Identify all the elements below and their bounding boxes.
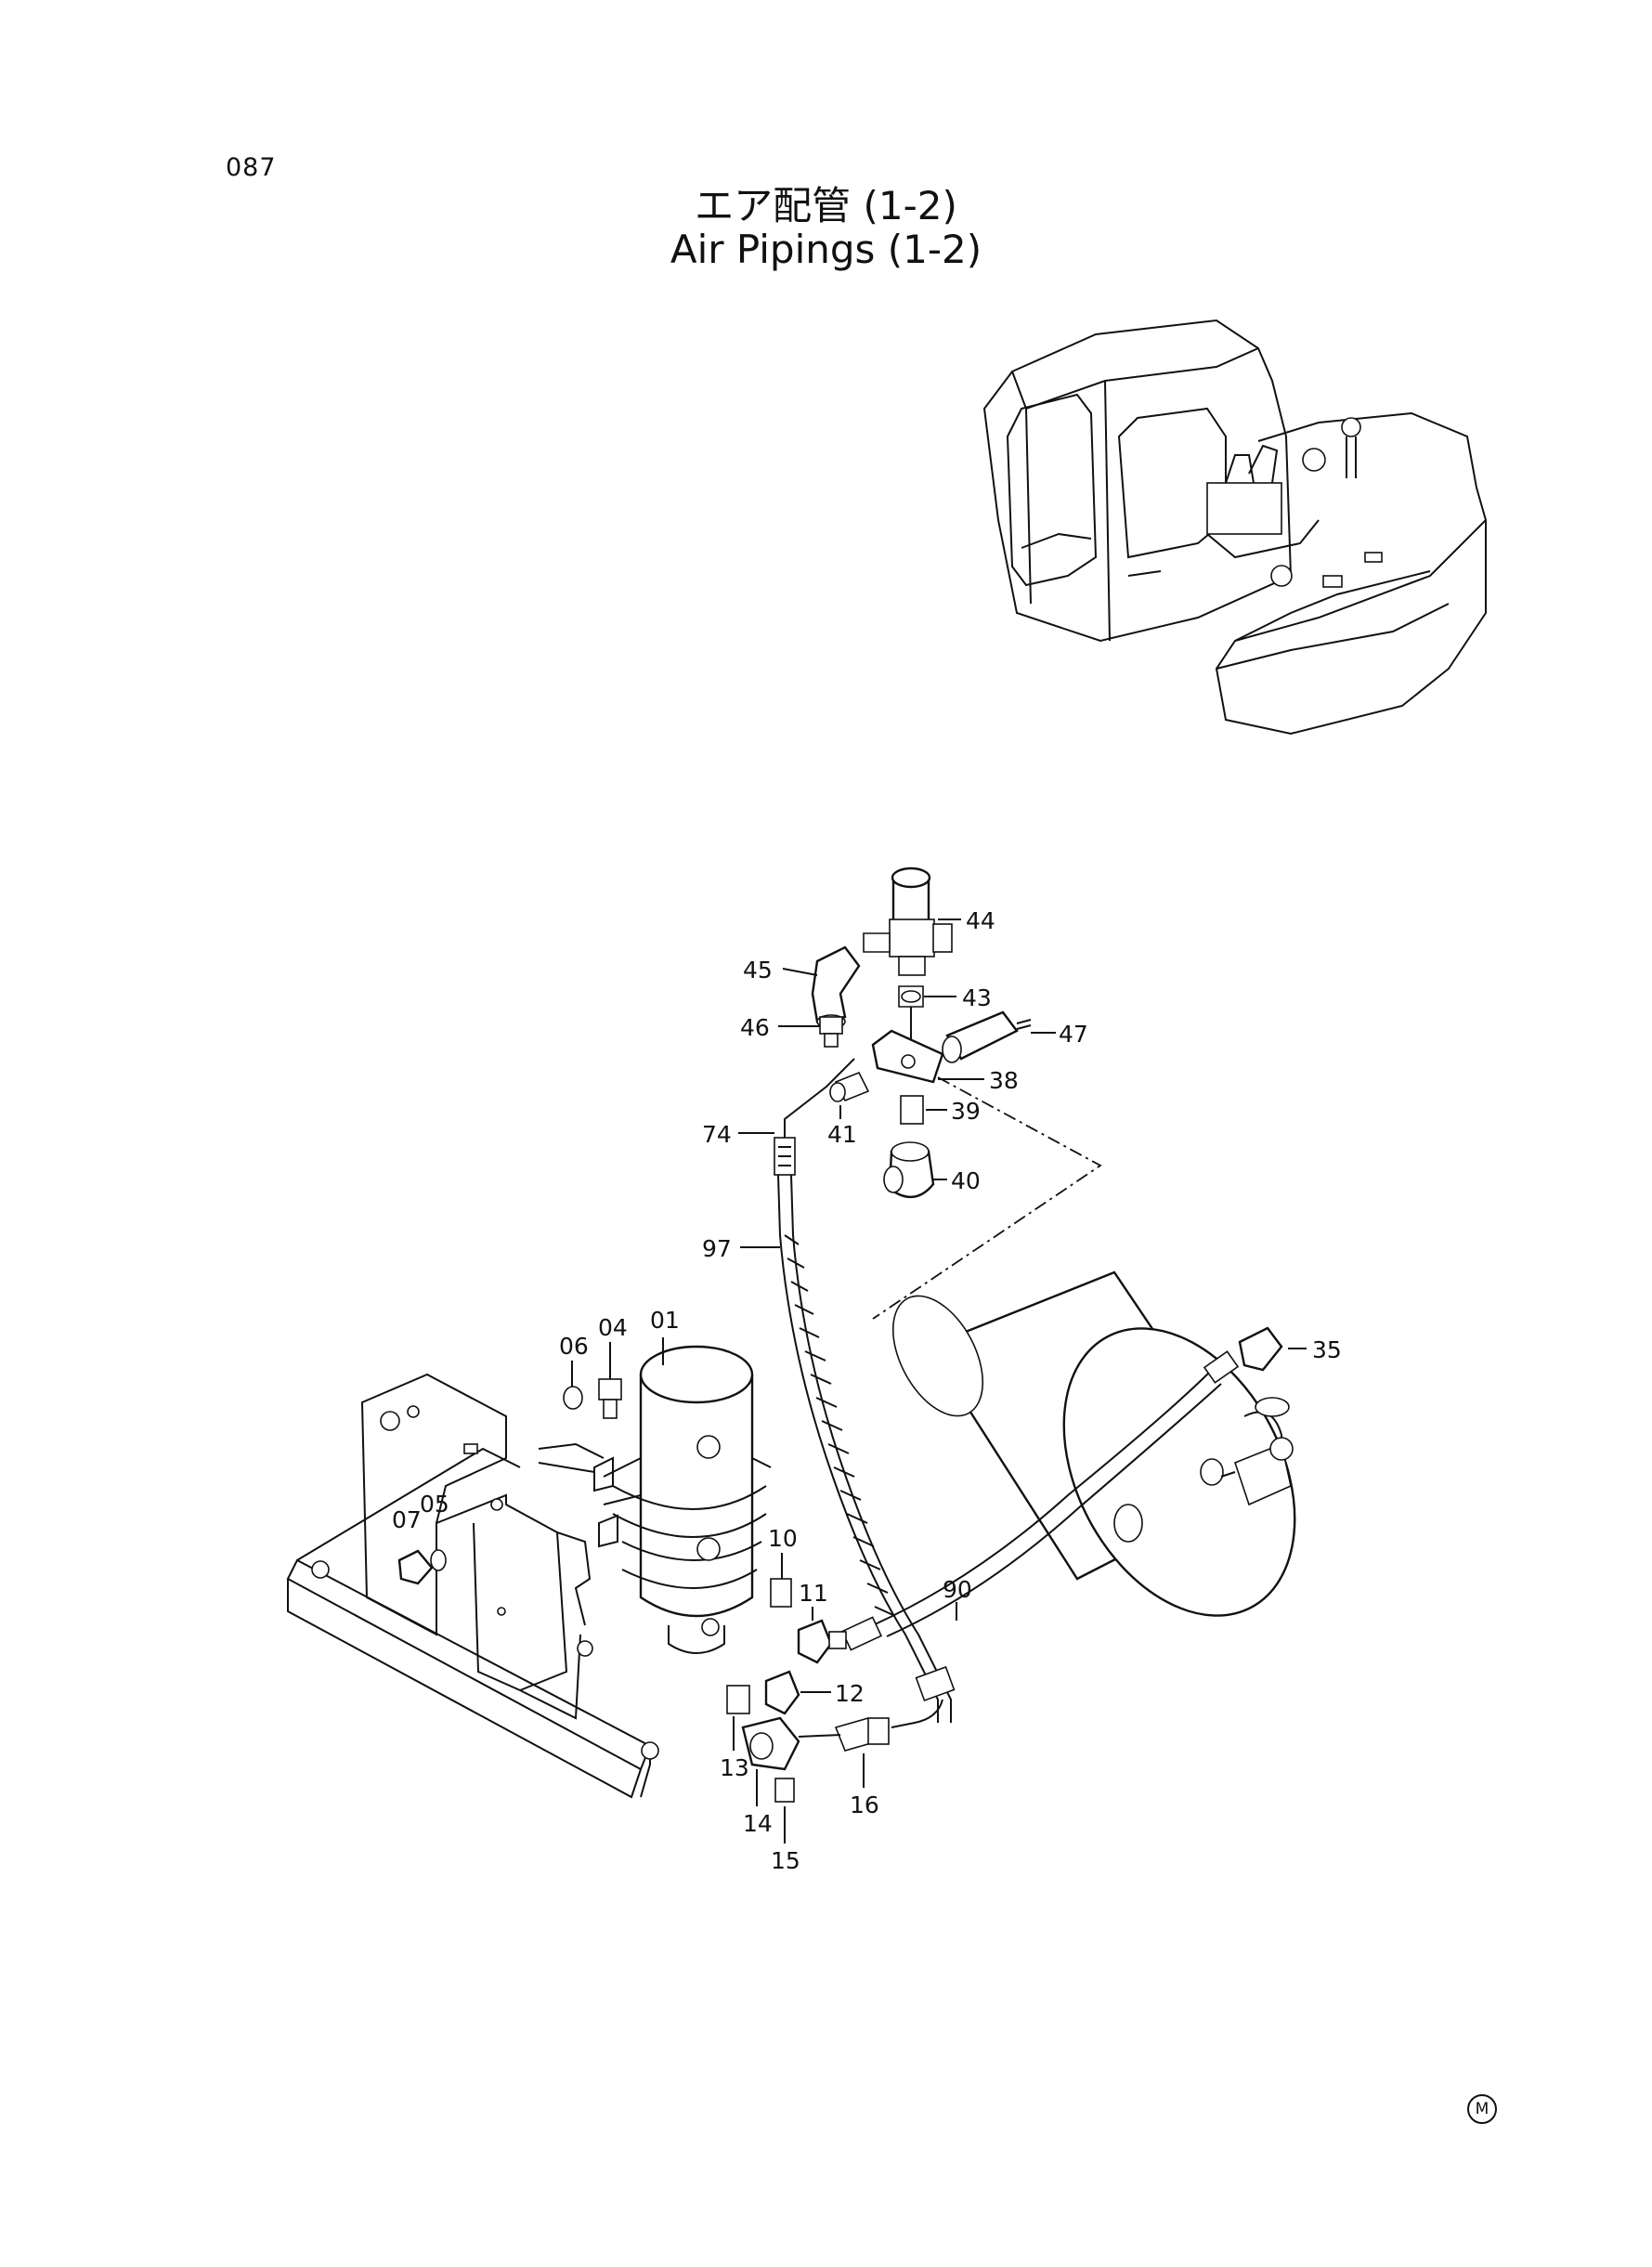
part-label-35: 35 [1312, 1336, 1342, 1363]
part-label-04: 04 [598, 1314, 628, 1341]
part-label-05: 05 [420, 1491, 449, 1518]
part-label-40: 40 [951, 1167, 981, 1194]
title-japanese: エア配管 (1-2) [695, 183, 957, 228]
part-label-41: 41 [827, 1121, 857, 1148]
part-number-labels: 44 45 43 46 47 38 39 41 40 74 97 01 04 0… [392, 907, 1342, 1874]
part-label-14: 14 [743, 1810, 773, 1837]
part-label-10: 10 [768, 1525, 798, 1552]
part-label-11: 11 [799, 1580, 828, 1607]
part-label-97: 97 [702, 1235, 732, 1262]
part-label-74: 74 [702, 1121, 732, 1148]
valve-assembly-illustration [811, 866, 1102, 1320]
corner-m-mark: M [1467, 2094, 1497, 2124]
part-label-07: 07 [392, 1506, 422, 1533]
part-label-47: 47 [1059, 1021, 1088, 1048]
hose-90-illustration [840, 1350, 1240, 1651]
mounting-frame-illustration [286, 1373, 659, 1799]
part-label-15: 15 [771, 1847, 800, 1874]
part-label-38: 38 [989, 1067, 1019, 1094]
part-label-44: 44 [966, 907, 995, 934]
part-label-13: 13 [720, 1754, 749, 1781]
hose-97-illustration [774, 1058, 956, 1723]
leader-lines [571, 919, 1307, 1844]
part-label-43: 43 [962, 984, 992, 1011]
air-dryer-illustration [538, 1345, 772, 1654]
excavator-overview-illustration [982, 319, 1488, 736]
part-label-39: 39 [951, 1098, 981, 1125]
part-label-16: 16 [850, 1791, 879, 1818]
page-number: 087 [226, 153, 277, 182]
part-label-01: 01 [650, 1307, 680, 1334]
lower-fittings-illustration [397, 1326, 1283, 1803]
part-label-46: 46 [740, 1014, 770, 1041]
title-english: Air Pipings (1-2) [670, 227, 982, 272]
part-label-45: 45 [743, 957, 773, 984]
part-label-06: 06 [559, 1333, 589, 1360]
air-tank-illustration [891, 1270, 1296, 1617]
part-label-90: 90 [943, 1576, 972, 1603]
part-label-12: 12 [835, 1680, 865, 1707]
